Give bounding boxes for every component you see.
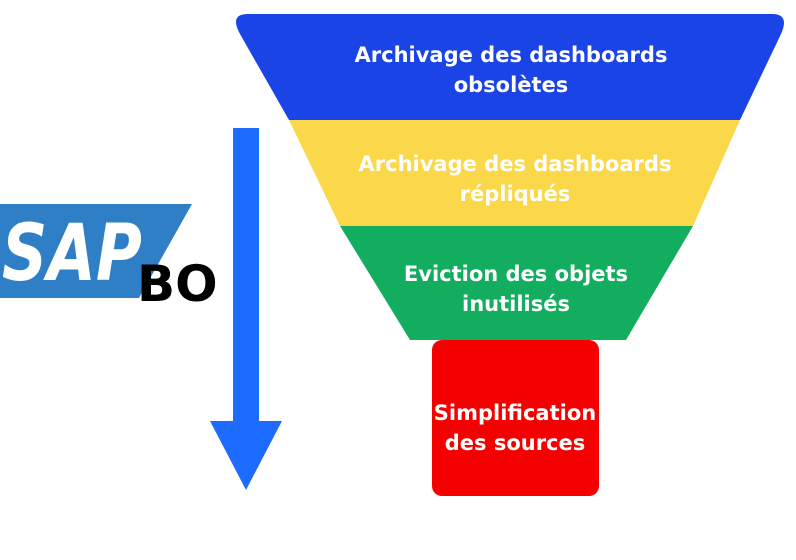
funnel-stage-2-label-line2: répliqués [460, 182, 571, 206]
funnel-stage-1-label-line2: obsolètes [454, 73, 569, 97]
funnel-stage-4-label-line1: Simplification [434, 401, 596, 425]
arrow-shaft [233, 128, 259, 428]
funnel-stage-3-label-line2: inutilisés [462, 292, 570, 316]
down-arrow-icon [210, 128, 282, 490]
sap-logo-shape [0, 204, 192, 298]
funnel-stage-3-label-line1: Eviction des objets [404, 262, 628, 286]
sap-bo-logo: SAP BO [0, 204, 218, 313]
arrow-head [210, 421, 282, 490]
funnel-stage-2: Archivage des dashboards répliqués [289, 120, 740, 226]
funnel-stage-4-label-line2: des sources [445, 431, 586, 455]
funnel-stage-4: Simplification des sources [432, 340, 599, 496]
funnel-stage-2-label-line1: Archivage des dashboards [359, 152, 672, 176]
funnel-stage-4-shape [432, 340, 599, 496]
funnel-stage-1-label-line1: Archivage des dashboards [355, 43, 668, 67]
funnel-stage-3: Eviction des objets inutilisés [340, 226, 693, 340]
sap-logo-text: SAP [2, 209, 142, 299]
funnel-stage-3-shape [340, 226, 693, 340]
funnel-stage-1: Archivage des dashboards obsolètes [235, 14, 784, 120]
funnel-stage-2-shape [289, 120, 740, 226]
bo-logo-text: BO [137, 255, 218, 313]
funnel-stage-1-shape [235, 14, 784, 120]
